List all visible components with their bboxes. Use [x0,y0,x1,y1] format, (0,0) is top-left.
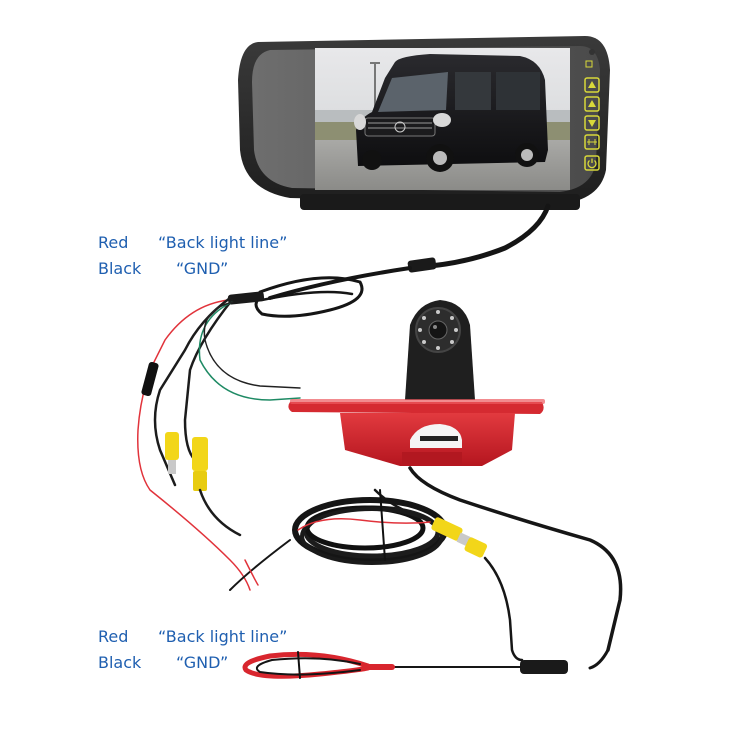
red-power-wire [137,299,251,591]
up-arrow-button[interactable] [584,77,600,93]
monitor-lower-lip [300,194,580,210]
extension-cable [229,466,623,662]
mode-icon [587,139,597,145]
power-lead [242,648,610,679]
mode-button[interactable] [584,134,600,150]
power-lead-connector [520,660,568,674]
legend-row-red: Red “Back light line” [98,230,318,256]
wire-function-label: “GND” [176,653,229,672]
ir-led-ring [418,310,458,350]
wire-function-label: “GND” [176,259,229,278]
black-wire-2 [183,298,234,462]
rca-female-connector [192,437,208,491]
up-arrow-button-2[interactable] [584,96,600,112]
wire-color-label: Red [98,627,129,646]
power-button[interactable] [584,155,600,171]
wire-function-label: “Back light line” [158,627,288,646]
rca-extension-connector [431,517,488,558]
monitor-button-column [584,49,600,171]
coil-red-wire [297,518,431,531]
ir-sensor-icon [589,49,595,55]
legend-row-black: Black “GND” [98,256,318,282]
backup-camera-brake-light [288,300,545,466]
wire-color-label: Black [98,259,142,278]
camera-lens-icon [428,320,448,340]
mirror-monitor [238,36,610,210]
menu-icon[interactable] [585,60,593,68]
up-arrow-icon [588,81,596,88]
wire-color-label: Black [98,653,142,672]
up-arrow-icon [588,100,596,107]
green-wire [198,301,301,401]
wire-legend-top: Red “Back light line” Black “GND” [98,230,318,286]
wire-function-label: “Back light line” [158,233,288,252]
legend-row-black: Black “GND” [98,650,318,676]
monitor-screen [315,48,570,190]
wiring-harness [137,296,301,591]
black-thin-wire [203,301,301,389]
van-image [354,54,548,172]
down-arrow-icon [588,120,596,127]
inline-fuse [141,361,159,397]
rca-male-connector [165,432,179,474]
wire-legend-bottom: Red “Back light line” Black “GND” [98,624,318,680]
brake-light-bar [288,402,544,414]
legend-row-red: Red “Back light line” [98,624,318,650]
monitor-cable [227,203,551,318]
wire-color-label: Red [98,233,129,252]
power-icon [587,158,597,169]
down-arrow-button[interactable] [584,115,600,131]
